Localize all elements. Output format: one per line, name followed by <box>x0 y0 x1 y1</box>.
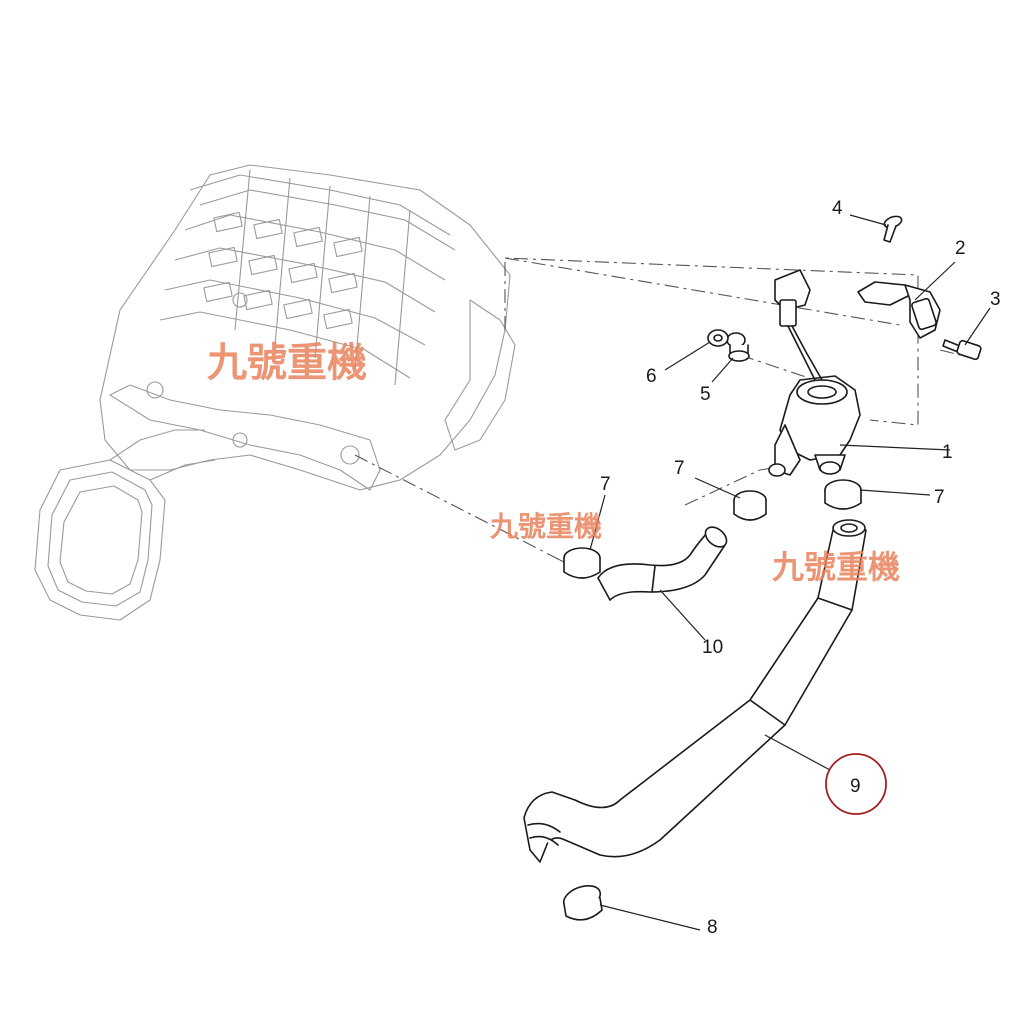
part-2-bracket <box>857 281 941 339</box>
leader-lines <box>589 214 991 931</box>
assembly-guide-lines <box>354 257 961 571</box>
watermarks: 九號重機 九號重機 九號重機 <box>207 340 900 586</box>
callout-9: 9 <box>850 776 861 797</box>
callout-10: 10 <box>702 637 723 658</box>
part-7-clamp-b <box>733 490 767 521</box>
part-9-hose <box>523 519 867 863</box>
watermark-3: 九號重機 <box>772 548 900 586</box>
part-7-clamp-a <box>563 547 601 579</box>
part-4-screw <box>883 215 903 243</box>
part-8-clamp <box>562 884 603 921</box>
callout-6: 6 <box>646 366 657 387</box>
callout-7-left: 7 <box>600 474 611 495</box>
airbox-assembly <box>34 164 516 621</box>
callout-8: 8 <box>707 917 718 938</box>
part-6-washer <box>707 329 729 347</box>
callout-2: 2 <box>955 238 966 259</box>
part-5-grommet <box>726 332 750 362</box>
callout-9-highlight-circle <box>825 753 887 815</box>
part-7-clamp-c <box>824 479 862 510</box>
part-3-bolt <box>942 339 982 361</box>
callout-5: 5 <box>700 384 711 405</box>
part-1-air-valve <box>768 269 861 477</box>
callout-7-right: 7 <box>934 487 945 508</box>
callouts: 1 2 3 4 5 6 7 7 7 8 9 10 <box>600 198 1001 938</box>
watermark-1: 九號重機 <box>207 340 367 386</box>
callout-7-middle: 7 <box>674 458 685 479</box>
part-10-hose <box>597 526 728 601</box>
callout-1: 1 <box>942 442 953 463</box>
watermark-2: 九號重機 <box>490 510 602 543</box>
callout-4: 4 <box>832 198 843 219</box>
callout-3: 3 <box>990 289 1001 310</box>
